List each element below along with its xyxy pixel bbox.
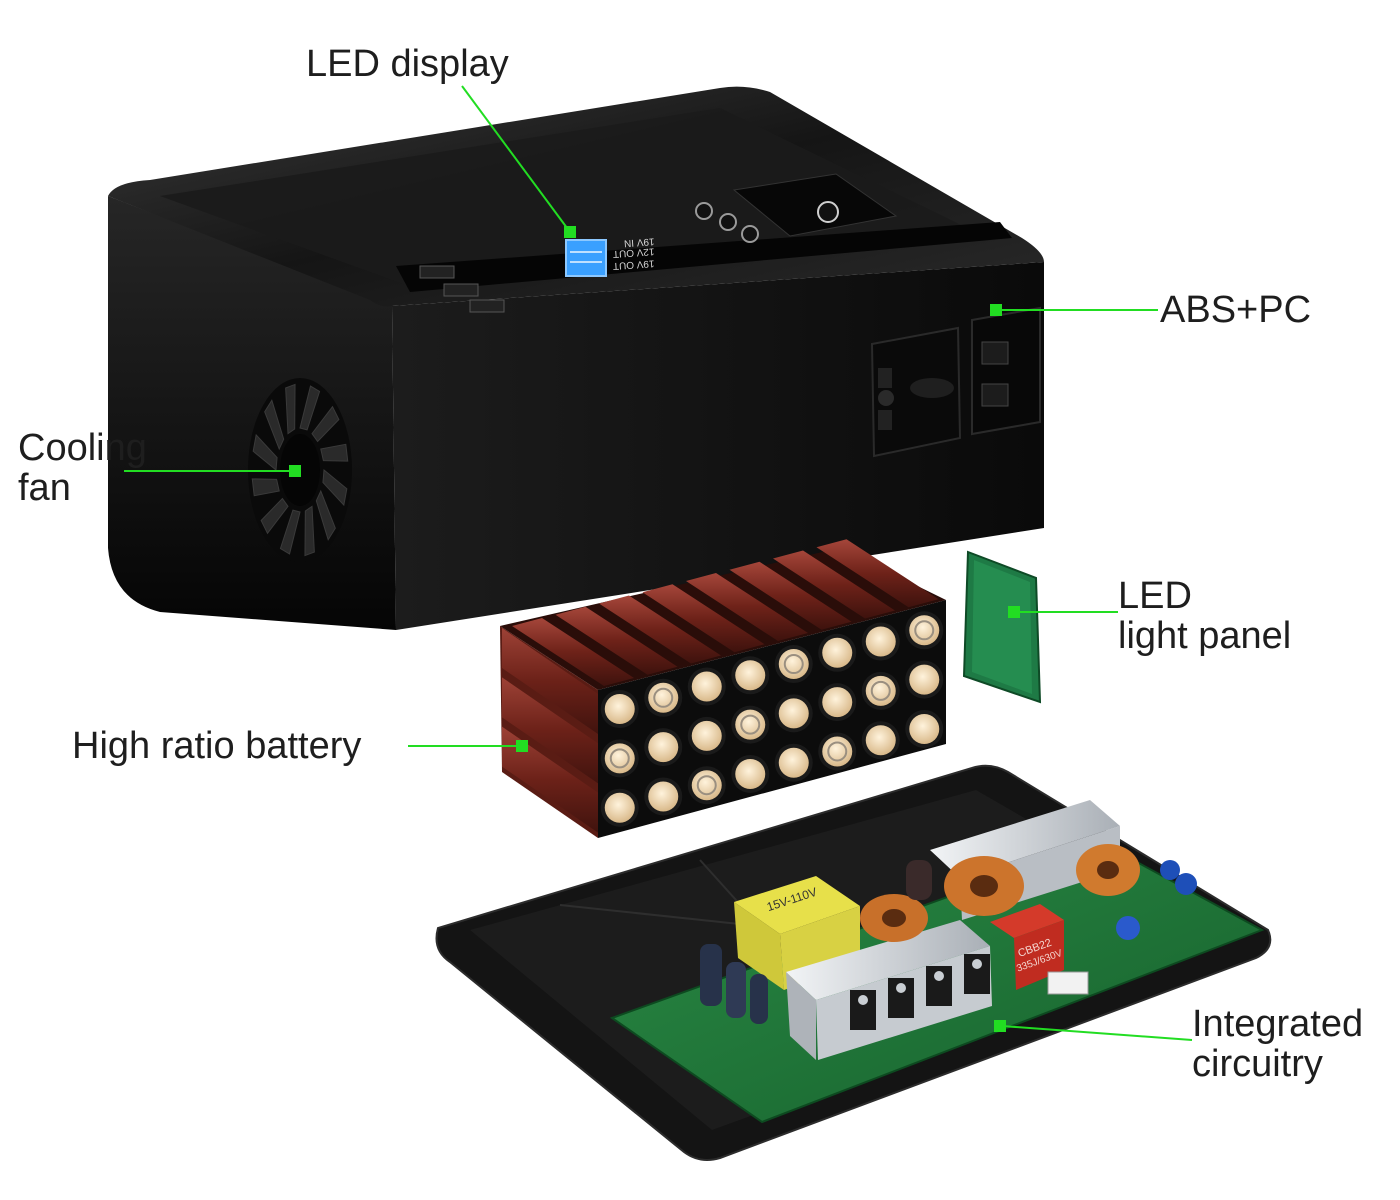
label-led-light-panel: LED light panel [1118, 575, 1292, 657]
blue-capacitor [1160, 860, 1180, 880]
cell-terminal [604, 743, 635, 774]
blue-capacitor [1175, 873, 1197, 895]
marker-abs-pc [990, 304, 1002, 316]
cell-terminal [604, 792, 635, 823]
callout-leaders [124, 85, 1193, 1041]
round-button [719, 213, 737, 231]
round-button [695, 202, 713, 220]
marker-battery [516, 740, 528, 752]
battery-cell-side [502, 726, 598, 833]
fan-blade [252, 433, 278, 471]
inductor [860, 894, 928, 942]
cell-terminal [822, 736, 853, 767]
usb-port [469, 299, 505, 313]
cell-terminal [648, 682, 679, 713]
power-icon [817, 201, 839, 223]
marker-cooling-fan [289, 465, 301, 477]
cell-terminal [822, 687, 853, 718]
cell-terminal [691, 720, 722, 751]
fan-blade [285, 383, 296, 435]
display-line: 19V IN [624, 235, 655, 248]
cell-terminal [909, 713, 940, 744]
outlet-slot-icon [910, 378, 954, 398]
inductor [944, 856, 1024, 916]
battery-cell [773, 550, 895, 619]
usb-port [419, 265, 455, 279]
fan-blade [320, 443, 349, 462]
battery-cell [555, 606, 678, 675]
battery-cell [642, 584, 765, 653]
cell-terminal [735, 660, 766, 691]
label-integrated-circuitry: Integrated circuitry [1192, 1003, 1364, 1085]
display-line: 12V OUT [612, 245, 654, 259]
device-case: 19V IN 12V OUT 19V OUT [108, 86, 1044, 630]
cell-terminal [865, 675, 896, 706]
cell-terminal [735, 758, 766, 789]
heatsink-lower [786, 920, 992, 1060]
cell-terminal [822, 637, 853, 668]
cell-terminal [909, 664, 940, 695]
us-outlet [971, 306, 1041, 436]
usb-port [443, 283, 479, 297]
fan-blade [260, 497, 289, 535]
cell-terminal [778, 649, 809, 680]
fan-blade [279, 509, 301, 555]
label-led-display: LED display [306, 43, 509, 85]
round-button [741, 225, 759, 243]
battery-cell [729, 561, 852, 630]
battery-cell [686, 573, 808, 641]
led-screen [565, 239, 607, 277]
led-light-panel [962, 550, 1042, 704]
label-abs-pc: ABS+PC [1160, 289, 1312, 331]
cell-terminal [691, 671, 722, 702]
fan-blade [311, 405, 340, 443]
cell-terminal [909, 615, 940, 646]
battery-cell [599, 595, 721, 664]
control-strip [396, 222, 1012, 292]
power-switch-panel [732, 173, 898, 237]
leader-line-led-display [461, 85, 571, 233]
battery-cell [512, 618, 634, 686]
marker-led-display [564, 226, 576, 238]
battery-cell-side [502, 677, 598, 784]
pcb-board: 15V-110V CBB22 [609, 800, 1265, 1124]
blue-capacitor [1116, 916, 1140, 940]
cell-terminal [691, 770, 722, 801]
cell-terminal [865, 626, 896, 657]
fan-blade [264, 399, 285, 451]
inductor [1076, 844, 1140, 896]
label-battery: High ratio battery [72, 725, 362, 767]
battery-cell-side [502, 628, 598, 734]
fan-blade [322, 469, 348, 507]
battery-pack [500, 539, 946, 838]
marker-circuitry [994, 1020, 1006, 1032]
label-cooling-fan: Cooling fan [18, 427, 147, 509]
cell-terminal [648, 781, 679, 812]
marker-led-panel [1008, 606, 1020, 618]
cell-terminal [865, 725, 896, 756]
connector [1047, 971, 1089, 995]
outlet-pin-icon [878, 390, 894, 406]
electrolytic-capacitors [700, 860, 932, 1024]
battery-cell [816, 539, 939, 608]
cell-terminal [778, 698, 809, 729]
fan-blade [304, 505, 315, 557]
fan-blade [299, 385, 321, 431]
fan-blade [251, 478, 280, 497]
display-line: 19V OUT [612, 257, 654, 271]
fan-blade [315, 489, 336, 541]
cell-terminal [648, 732, 679, 763]
cell-terminal [604, 694, 635, 725]
battery-holder-front [598, 600, 946, 838]
leader-line-circuitry [1001, 1025, 1193, 1041]
cell-terminal [735, 709, 766, 740]
cell-terminal [778, 747, 809, 778]
